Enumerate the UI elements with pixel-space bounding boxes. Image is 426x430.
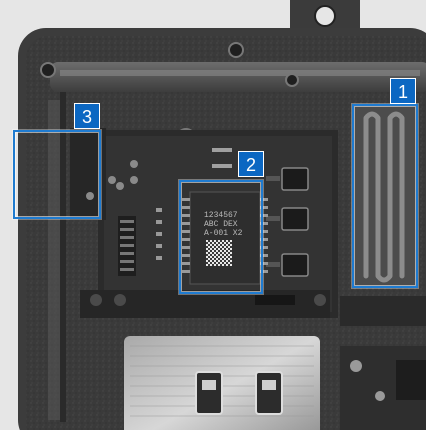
callout-1-badge: 1: [390, 78, 416, 104]
callout-2-badge: 2: [238, 151, 264, 177]
callout-2-frame: [179, 180, 263, 294]
callout-3-badge: 3: [74, 103, 100, 129]
callout-1-frame: [352, 104, 418, 288]
chip-label-line1: 1234567: [204, 211, 238, 220]
chip-label-line2: ABC DEX: [204, 220, 238, 229]
callout-3-frame: [13, 130, 101, 219]
chip-label-line3: A-001 X2: [204, 229, 243, 238]
chip-datamatrix: [206, 240, 232, 266]
